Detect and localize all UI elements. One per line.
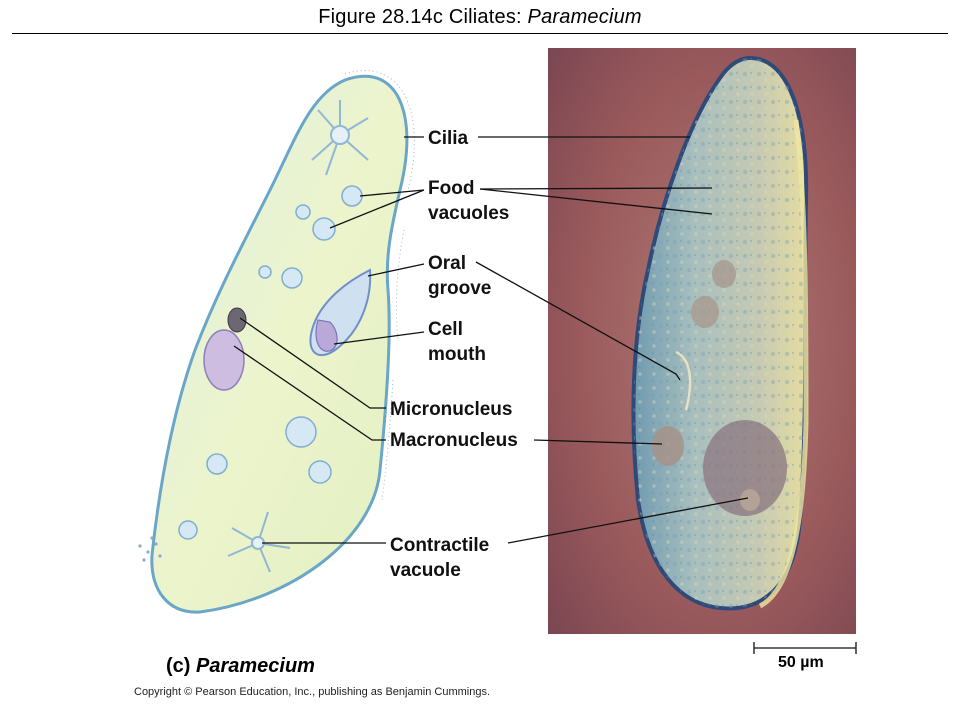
cell-drawing — [138, 70, 415, 614]
contractile-vacuole-upper — [311, 100, 369, 176]
leader-oral-right — [475, 261, 681, 381]
caption-italic: Paramecium — [196, 655, 315, 677]
leader-food-right-b — [479, 188, 713, 215]
micrograph-cell-rim — [758, 119, 809, 609]
leader-food-left-a — [359, 189, 425, 197]
label-oral-groove-2: groove — [428, 278, 491, 299]
label-food-vacuoles-1: Food — [428, 178, 474, 199]
micrograph-macronucleus — [703, 420, 787, 516]
micrograph-vacuole-a — [652, 426, 684, 466]
leader-lines — [233, 136, 749, 544]
title-rule — [12, 33, 948, 34]
leader-contractile-right — [507, 497, 749, 544]
macronucleus-drawing — [203, 329, 245, 391]
leader-micronucleus — [239, 317, 386, 409]
label-cilia: Cilia — [428, 128, 469, 149]
labels: Cilia Food vacuoles Oral groove Cell mou… — [390, 128, 518, 581]
label-macronucleus: Macronucleus — [390, 430, 518, 451]
title-prefix: Figure 28.14c Ciliates: — [318, 6, 528, 28]
label-micronucleus: Micronucleus — [390, 399, 512, 420]
micrograph-vacuole-c — [691, 296, 719, 328]
label-oral-groove-1: Oral — [428, 253, 466, 274]
micrograph-contractile-vacuole — [740, 489, 760, 511]
leader-oral-left — [367, 263, 425, 277]
slide-title: Figure 28.14c Ciliates: Paramecium — [0, 6, 960, 29]
figure-caption: (c) Paramecium — [166, 655, 315, 678]
food-vacuoles-drawing — [178, 185, 363, 540]
leader-food-left-b — [329, 189, 425, 229]
copyright-notice: Copyright © Pearson Education, Inc., pub… — [134, 686, 491, 698]
micrograph-vacuole-b — [712, 260, 736, 288]
contractile-vacuole-lower — [227, 511, 291, 573]
leader-food-right-a — [479, 187, 713, 190]
micronucleus-drawing — [227, 307, 247, 333]
micrograph-oral-groove — [675, 350, 692, 411]
scale-bar — [753, 642, 857, 654]
leader-macronucleus — [233, 345, 386, 441]
caption-prefix: (c) — [166, 655, 196, 677]
label-cell-mouth-2: mouth — [428, 344, 486, 365]
cell-body-outline — [150, 74, 409, 614]
label-food-vacuoles-2: vacuoles — [428, 203, 509, 224]
title-italic: Paramecium — [527, 6, 642, 28]
micrograph — [548, 48, 856, 634]
scale-bar-label: 50 µm — [778, 654, 824, 671]
cell-mouth-drawing — [315, 319, 338, 352]
label-cell-mouth-1: Cell — [428, 319, 463, 340]
label-contractile-vacuole-2: vacuole — [390, 560, 461, 581]
label-contractile-vacuole-1: Contractile — [390, 535, 489, 556]
leader-mouth-left — [333, 331, 425, 345]
expelled-droplets — [138, 536, 162, 562]
leader-macronucleus-right — [533, 439, 663, 445]
